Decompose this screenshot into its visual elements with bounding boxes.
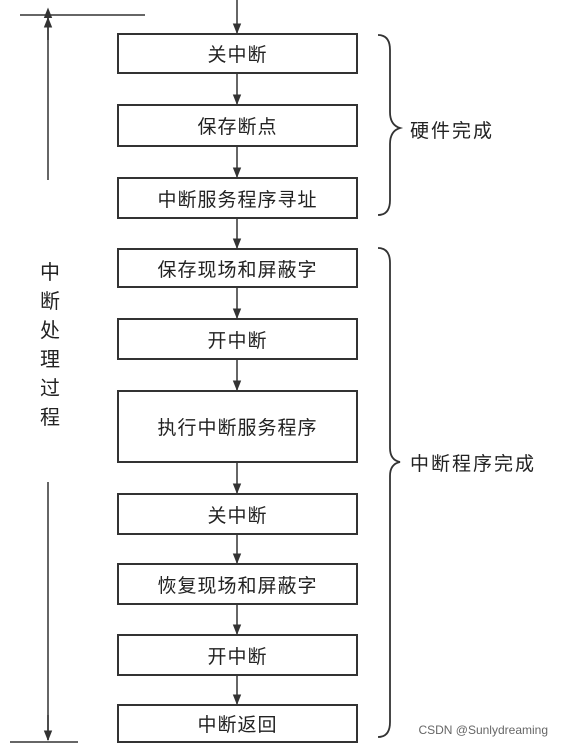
step-disable-interrupt-2: 关中断	[117, 493, 358, 535]
step-save-context: 保存现场和屏蔽字	[117, 248, 358, 288]
process-vertical-label: 中 断 处 理 过 程	[38, 258, 62, 432]
process-dimension-line	[10, 7, 145, 743]
watermark: CSDN @Sunlydreaming	[418, 723, 548, 737]
hardware-group-label: 硬件完成	[410, 120, 495, 142]
process-label-char: 理	[40, 347, 60, 371]
step-save-breakpoint: 保存断点	[117, 104, 358, 147]
step-isr-addressing: 中断服务程序寻址	[117, 177, 358, 219]
step-execute-isr: 执行中断服务程序	[117, 390, 358, 463]
program-brace	[377, 247, 401, 738]
hardware-brace	[377, 34, 404, 216]
process-label-char: 断	[40, 289, 60, 313]
process-label-char: 处	[40, 318, 60, 342]
process-label-char: 过	[40, 376, 60, 400]
step-enable-interrupt-2: 开中断	[117, 634, 358, 676]
program-group-label: 中断程序完成	[410, 453, 537, 475]
step-enable-interrupt-1: 开中断	[117, 318, 358, 360]
step-restore-context: 恢复现场和屏蔽字	[117, 563, 358, 605]
step-disable-interrupt-1: 关中断	[117, 33, 358, 74]
process-label-char: 程	[40, 405, 60, 429]
step-interrupt-return: 中断返回	[117, 704, 358, 743]
process-label-char: 中	[40, 260, 60, 284]
